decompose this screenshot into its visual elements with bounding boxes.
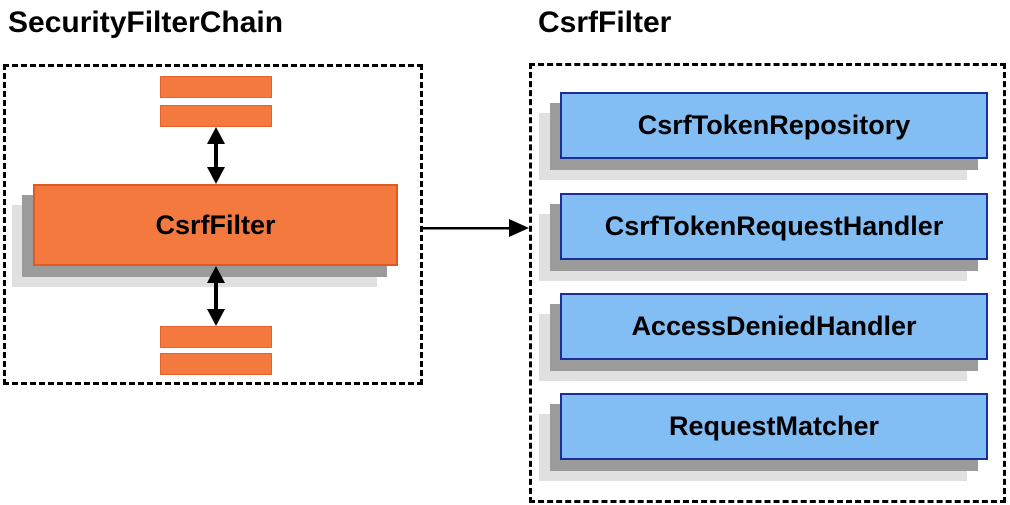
component-node-access-denied-handler: AccessDeniedHandler — [560, 293, 988, 360]
flow-arrow-icon — [423, 219, 529, 237]
security-filter-chain-box: CsrfFilter — [3, 64, 423, 385]
security-filter-chain-title: SecurityFilterChain — [8, 6, 284, 39]
component-node-csrf-token-request-handler: CsrfTokenRequestHandler — [560, 193, 988, 260]
csrf-filter-node: CsrfFilter — [33, 184, 398, 266]
csrf-filter-title: CsrfFilter — [538, 6, 672, 39]
csrf-filter-components-box: CsrfTokenRepository CsrfTokenRequestHand… — [529, 63, 1006, 503]
filter-placeholder-bar — [160, 76, 272, 98]
bidirectional-arrow-icon — [207, 127, 225, 184]
component-label: RequestMatcher — [668, 411, 880, 441]
component-label: CsrfTokenRepository — [637, 110, 911, 140]
filter-placeholder-bar — [160, 326, 272, 348]
filter-placeholder-bar — [160, 105, 272, 127]
bidirectional-arrow-icon — [207, 266, 225, 326]
component-node-request-matcher: RequestMatcher — [560, 393, 988, 460]
csrf-filter-node-label: CsrfFilter — [155, 209, 276, 240]
filter-placeholder-bar — [160, 353, 272, 375]
component-label: CsrfTokenRequestHandler — [604, 211, 944, 241]
component-label: AccessDeniedHandler — [631, 311, 917, 341]
component-node-csrf-token-repository: CsrfTokenRepository — [560, 92, 988, 159]
